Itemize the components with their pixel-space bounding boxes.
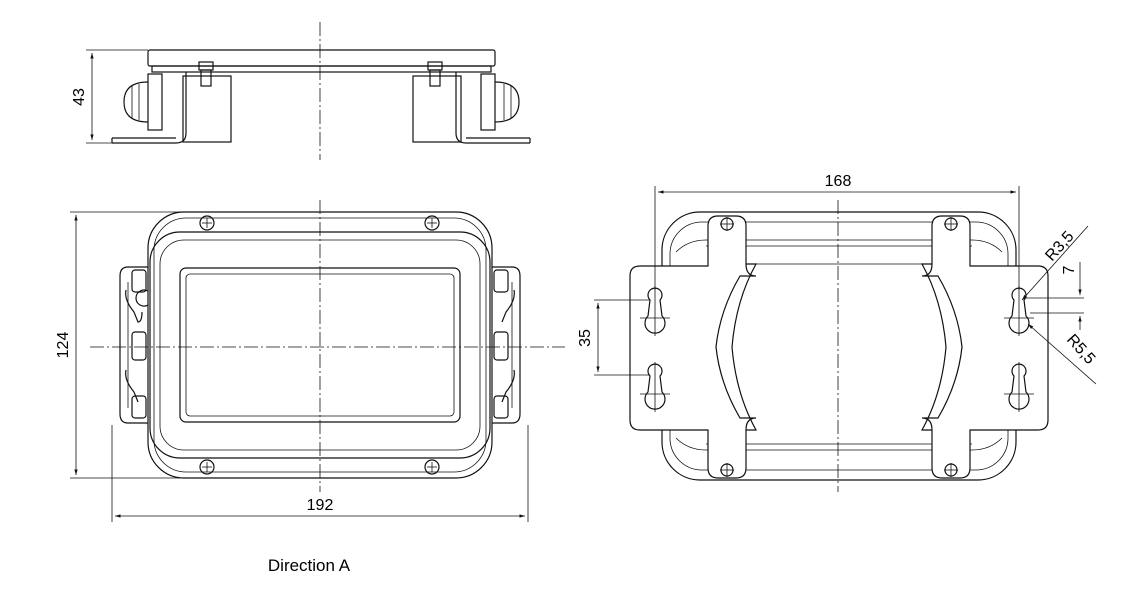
screw-top-right <box>424 215 440 231</box>
keyhole-right-top <box>1004 286 1034 336</box>
dim-width-total: 192 <box>307 497 334 514</box>
dim-radius-small: R3,5 <box>1042 228 1077 265</box>
keyhole-right-bottom <box>1004 362 1034 412</box>
lug-screw-tr <box>944 217 958 231</box>
screw-bottom-right <box>424 459 440 475</box>
keyhole-left-bottom <box>640 362 670 412</box>
lug-screw-bl <box>720 463 734 477</box>
side-view: 43 <box>71 22 531 160</box>
lug-screw-br <box>944 463 958 477</box>
dim-height-total: 124 <box>55 332 72 359</box>
dim-height: 43 <box>71 88 88 106</box>
screw-top-left <box>199 215 215 231</box>
front-view: 124 192 <box>55 200 565 522</box>
dim-hole-spacing: 35 <box>577 329 594 347</box>
dim-hole-offset: 7 <box>1061 265 1078 274</box>
lug-screw-tl <box>720 217 734 231</box>
back-view: 168 35 7 R3,5 R5,5 <box>577 173 1098 492</box>
direction-caption: Direction A <box>268 556 351 575</box>
dim-width-inner: 168 <box>825 173 852 190</box>
screw-bottom-left <box>199 459 215 475</box>
dim-radius-large: R5,5 <box>1063 331 1098 368</box>
keyhole-left-top <box>640 286 670 336</box>
